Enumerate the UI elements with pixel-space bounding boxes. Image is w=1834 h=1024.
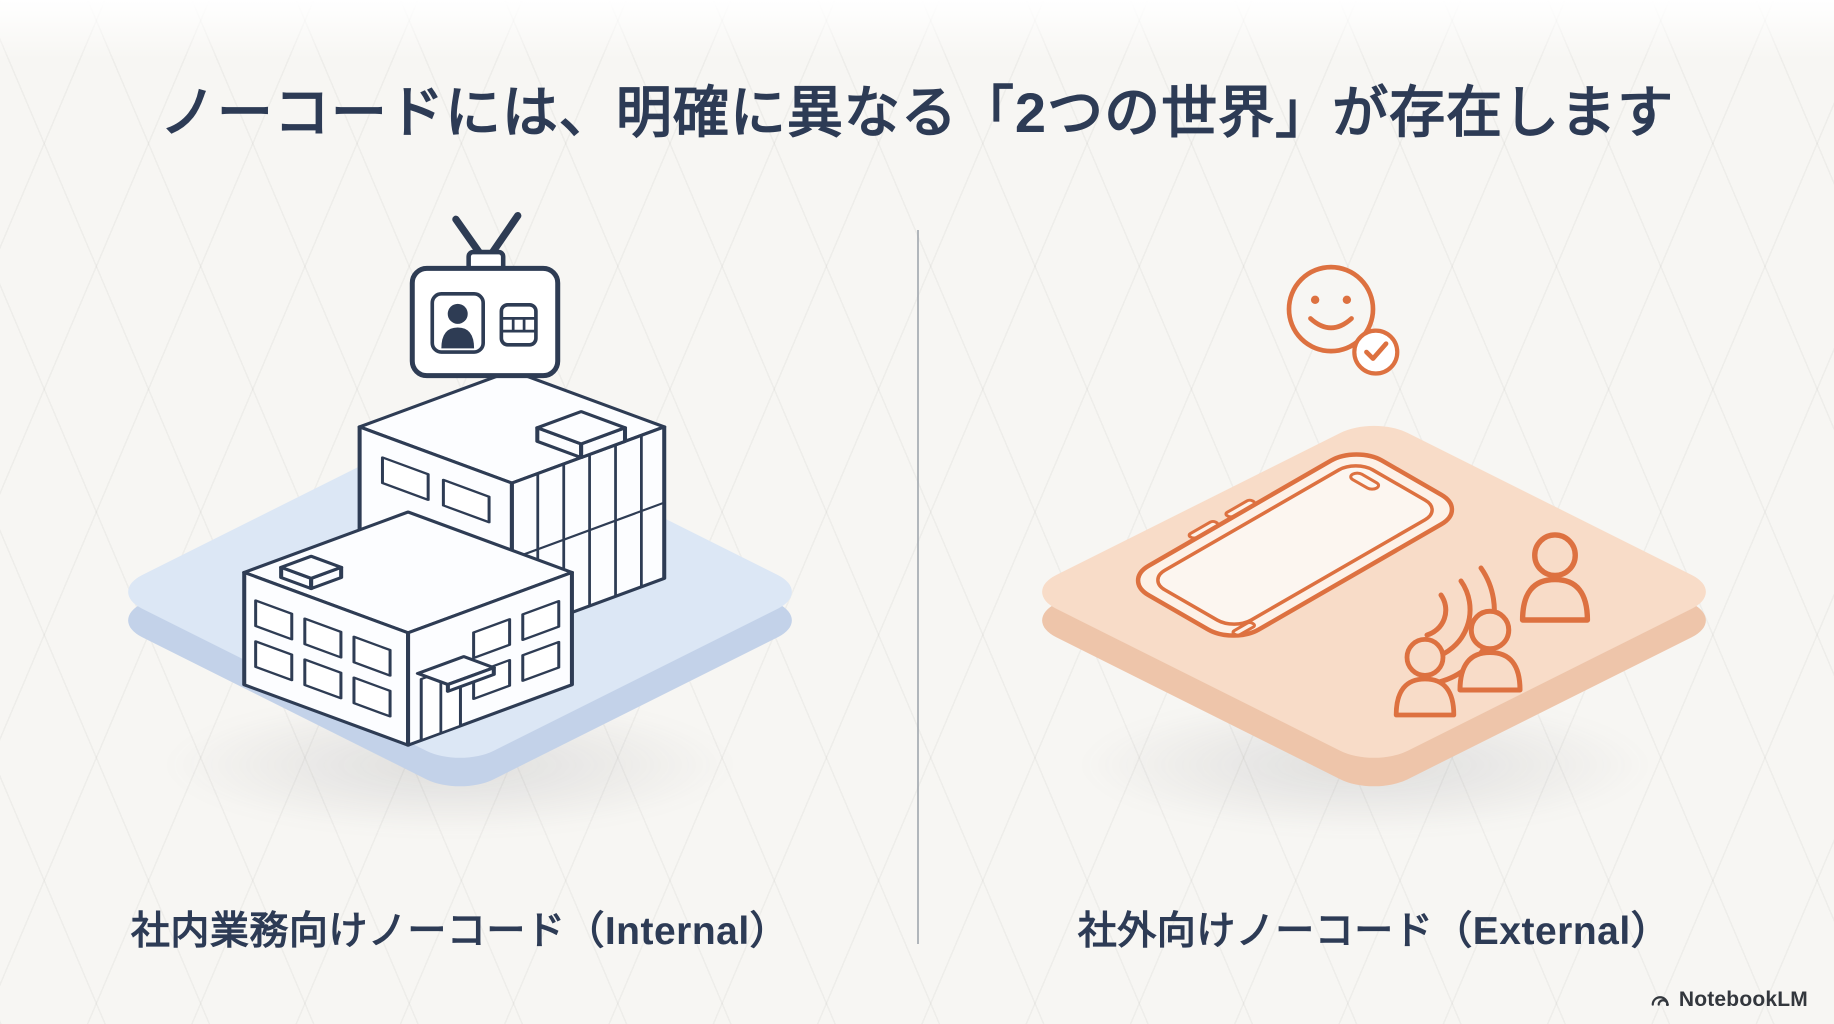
check-mark [1364,341,1389,361]
office-building-illustration [242,369,667,747]
phone-body [1116,442,1467,644]
external-caption: 社外向けノーコード（External） [1077,910,1671,953]
notebooklm-logo: NotebookLM [1650,988,1808,1012]
slide-title: ノーコードには、明確に異なる「2つの世界」が存在します [159,81,1675,144]
divider-line [917,230,919,944]
phone-button [1224,499,1256,517]
badge-chip [499,302,538,347]
smartphone-illustration [1090,425,1591,718]
id-badge-icon [409,212,561,379]
smiley-check-icon [1286,264,1400,376]
badge-person-head [447,303,468,324]
notebooklm-wordmark: NotebookLM [1678,988,1808,1011]
notebooklm-icon [1651,996,1669,1007]
phone-camera [1348,472,1381,491]
internal-caption: 社内業務向けノーコード（Internal） [130,910,790,953]
phone-button [1188,521,1220,539]
users-icon [1393,532,1591,718]
phone-screen [1148,460,1442,630]
phone-port [1231,622,1256,636]
badge-person-body [441,327,475,349]
